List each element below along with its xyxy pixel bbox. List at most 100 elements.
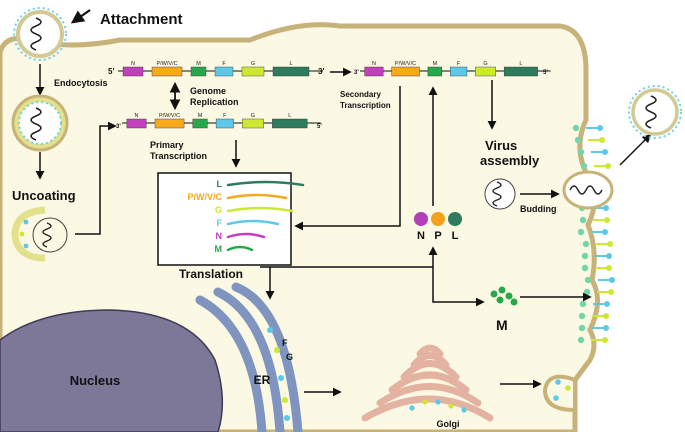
- genome-segment-m: [427, 66, 443, 77]
- mrna-strand-pwvc: [226, 193, 288, 200]
- glycoprotein-head: [606, 265, 612, 271]
- mrna-label-m: M: [215, 244, 223, 254]
- matrix-protein: [583, 288, 591, 296]
- mrna-strand-m: [226, 245, 254, 252]
- genome-segment-label: P/W/V/C: [156, 61, 177, 67]
- glycoprotein-head: [602, 229, 608, 235]
- genome-segment-label: N: [131, 61, 135, 67]
- glycoprotein-head: [604, 217, 610, 223]
- assembling-nucleocapsid: [484, 178, 516, 210]
- glycoprotein-head: [609, 277, 615, 283]
- genome-segment-label: P/W/V/C: [395, 61, 416, 67]
- genome-segment-f: [450, 66, 468, 77]
- genome-segment-g: [241, 66, 265, 77]
- protein-label-n: N: [417, 230, 425, 242]
- mrna-label-n: N: [216, 231, 223, 241]
- uncoating-to-transcription-arrow: [75, 121, 117, 235]
- er-g-label: G: [286, 352, 293, 362]
- prime-3-secondary: 3': [354, 70, 359, 76]
- glycoprotein-head: [602, 149, 608, 155]
- m-protein-label: M: [496, 317, 508, 333]
- genome-segment-label: G: [483, 61, 487, 67]
- genome-segment-label: L: [289, 61, 292, 67]
- endosome-virion: [11, 94, 69, 152]
- translation-label: Translation: [179, 267, 243, 281]
- mrna-box: [157, 172, 292, 266]
- uncoated-virion: [11, 206, 68, 262]
- glycoprotein-head: [597, 125, 603, 131]
- matrix-protein: [577, 336, 585, 344]
- glycoprotein-head: [608, 289, 614, 295]
- release-arrow: [619, 133, 652, 166]
- matrix-protein: [581, 252, 589, 260]
- genome-segment-label: G: [251, 61, 255, 67]
- genome-segment-f: [215, 118, 234, 129]
- mrna-strand-n: [226, 232, 266, 239]
- released-virion: [628, 85, 682, 139]
- glycoprotein-head: [603, 325, 609, 331]
- mrna-strand-f: [226, 219, 280, 226]
- er-membrane-proteins: [267, 327, 290, 421]
- genome-segment-pwvc: [151, 66, 183, 77]
- matrix-protein: [578, 312, 586, 320]
- genome-segment-label: F: [222, 61, 226, 67]
- nucleus: [0, 309, 224, 432]
- genome-segment-l: [503, 66, 538, 77]
- matrix-protein: [581, 264, 589, 272]
- genome-segment-label: F: [457, 61, 461, 67]
- budding-label: Budding: [520, 204, 557, 214]
- secondary-transcription-arrow: [294, 86, 401, 231]
- matrix-protein: [579, 300, 587, 308]
- attaching-virion: [13, 7, 67, 61]
- glycoprotein-head: [604, 301, 610, 307]
- prime-3-bottom: 3': [116, 124, 121, 130]
- mrna-label-g: G: [215, 205, 222, 215]
- matrix-protein: [579, 216, 587, 224]
- vesicle-proteins: [553, 379, 571, 401]
- matrix-protein: [578, 324, 586, 332]
- golgi-vesicle-proteins: [409, 399, 467, 413]
- genome-segment-label: P/W/V/C: [159, 113, 180, 119]
- genome-segment-label: L: [519, 61, 522, 67]
- endoplasmic-reticulum: [195, 282, 303, 432]
- glycoprotein-head: [607, 241, 613, 247]
- prime-3-top: 3': [318, 67, 324, 76]
- matrix-protein: [582, 240, 590, 248]
- genome-segment-m: [192, 118, 208, 129]
- uncoating-label: Uncoating: [12, 188, 76, 203]
- genome-segment-l: [272, 118, 308, 129]
- genome-segment-g: [475, 66, 496, 77]
- attachment-label: Attachment: [100, 11, 183, 28]
- genome-segment-m: [190, 66, 207, 77]
- matrix-protein: [580, 162, 588, 170]
- glycoprotein-head: [603, 313, 609, 319]
- budding-virion: [562, 170, 614, 210]
- nucleus-label: Nucleus: [70, 373, 121, 388]
- protein-label-l: L: [452, 230, 459, 242]
- genome-segment-label: F: [223, 113, 227, 119]
- matrix-protein: [577, 148, 585, 156]
- genome-segment-label: L: [288, 113, 291, 119]
- genome-segment-label: M: [433, 61, 438, 67]
- m-protein-cluster: [490, 286, 518, 306]
- genome-segment-label: M: [198, 113, 203, 119]
- glycoprotein-head: [603, 205, 609, 211]
- membrane-glycoproteins: [572, 124, 615, 344]
- protein-l: [448, 212, 462, 226]
- matrix-protein: [574, 136, 582, 144]
- mrna-label-l: L: [217, 179, 223, 189]
- protein-p: [431, 212, 445, 226]
- genome-segment-l: [272, 66, 310, 77]
- mrna-strand-l: [226, 180, 305, 187]
- glycoprotein-head: [605, 163, 611, 169]
- protein-label-p: P: [434, 230, 441, 242]
- genome-segment-g: [242, 118, 264, 129]
